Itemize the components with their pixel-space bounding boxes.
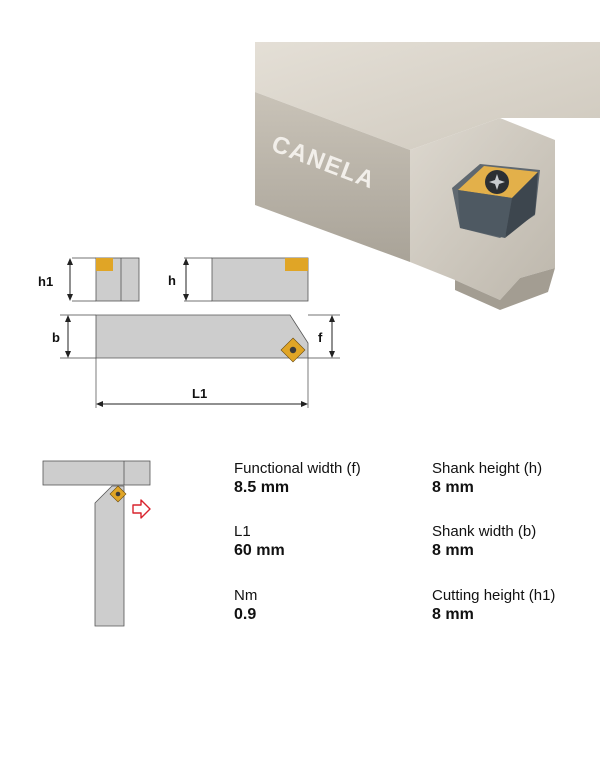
spec-label: Shank height (h) [432,460,543,477]
spec-value: 8 mm [432,542,474,559]
dim-label-h1: h1 [38,274,53,289]
dim-label-h: h [168,273,176,288]
spec-label: Nm [234,587,258,604]
spec-label: Shank width (b) [432,523,537,540]
insert-photo-edge [505,172,538,238]
spec-value: 0.9 [234,606,257,623]
dim-label-b: b [52,330,60,345]
spec-shank-width: Shank width (b) 8 mm [432,523,536,561]
torx-icon [489,174,505,190]
shank-side-face [255,92,410,262]
workpiece-bar [42,460,151,486]
spec-label: Cutting height (h1) [432,587,556,604]
insert-photo-side [458,190,512,238]
feed-direction-arrow-icon [132,499,151,519]
spec-value: 8 mm [432,479,474,496]
insert-end-right [285,258,308,271]
spec-value: 8 mm [432,606,474,623]
spec-functional-width: Functional width (f) 8.5 mm [234,460,361,498]
spec-l1: L1 60 mm [234,523,285,561]
spec-label: L1 [234,523,251,540]
spec-value: 60 mm [234,542,285,559]
head-chamfer [455,268,555,310]
insert-end-left [96,258,113,271]
spec-label: Functional width (f) [234,460,361,477]
tool-shank-schematic [94,485,125,627]
spec-nm: Nm 0.9 [234,587,257,625]
spec-shank-height: Shank height (h) 8 mm [432,460,542,498]
spec-cutting-height: Cutting height (h1) 8 mm [432,587,555,625]
spec-value: 8.5 mm [234,479,290,496]
dim-label-L1: L1 [192,386,207,401]
shank-top-face [255,42,600,150]
dim-label-f: f [318,330,323,345]
top-view-shank [95,314,309,359]
